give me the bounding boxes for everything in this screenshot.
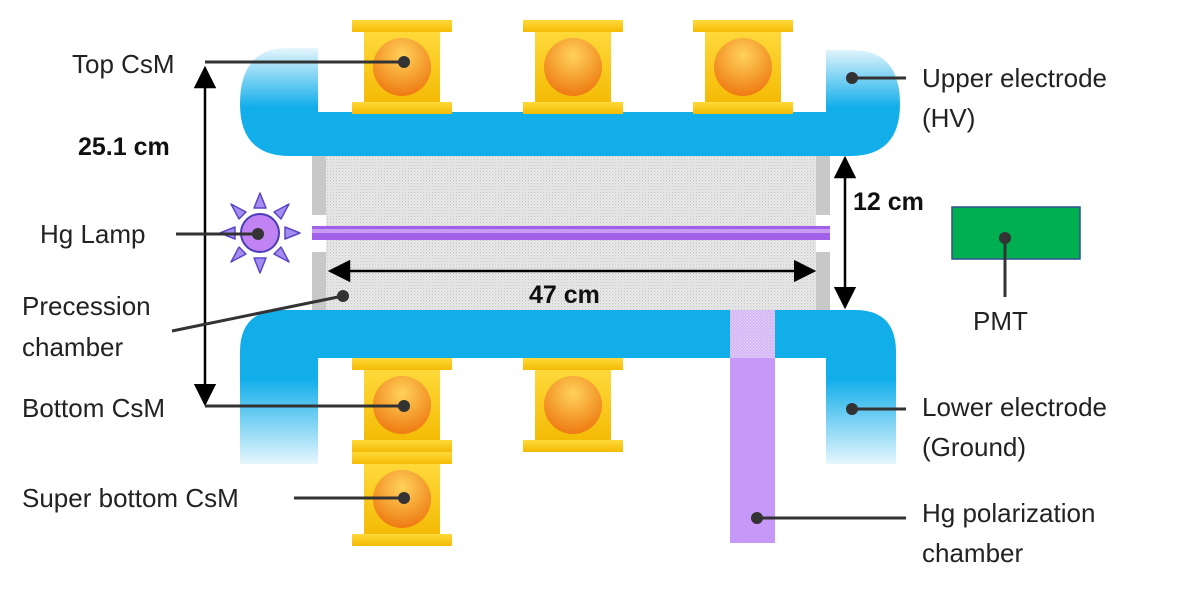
csm-cell-icon xyxy=(714,38,772,96)
total-height-label: 25.1 cm xyxy=(78,133,170,161)
csm-top-2 xyxy=(523,20,623,114)
length-label: 47 cm xyxy=(529,281,600,309)
top-csm-label: Top CsM xyxy=(72,49,175,79)
super-bottom-csm-label: Super bottom CsM xyxy=(22,483,239,513)
lower-electrode-label: Lower electrode xyxy=(922,392,1107,422)
hg-polarization-chamber-sublabel: chamber xyxy=(922,538,1023,568)
dimension-lines xyxy=(193,65,857,407)
csm-top-3 xyxy=(693,20,793,114)
hg-lamp-label: Hg Lamp xyxy=(40,219,146,249)
precession-chamber-sublabel: chamber xyxy=(22,332,123,362)
hg-polarization-chamber-label: Hg polarization xyxy=(922,498,1095,528)
leader-dots xyxy=(252,56,1011,524)
upper-electrode-label: Upper electrode xyxy=(922,63,1107,93)
leader-lines xyxy=(171,60,1007,520)
pmt-label: PMT xyxy=(973,306,1028,336)
bottom-csm-label: Bottom CsM xyxy=(22,393,165,423)
top-csm-array xyxy=(352,20,793,114)
csm-bottom-2 xyxy=(523,358,623,452)
lower-electrode-sublabel: (Ground) xyxy=(922,432,1026,462)
csm-cell-icon xyxy=(544,376,602,434)
upper-electrode xyxy=(240,48,900,156)
pmt-box xyxy=(951,206,1081,260)
bottom-csm-array xyxy=(352,358,623,546)
hg-polarization-chamber xyxy=(730,310,775,543)
precession-chamber xyxy=(312,155,830,312)
csm-top-1 xyxy=(352,20,452,114)
leader-precession-chamber xyxy=(171,294,344,333)
gap-label: 12 cm xyxy=(853,188,924,216)
upper-electrode-sublabel: (HV) xyxy=(922,103,975,133)
csm-cell-icon xyxy=(544,38,602,96)
precession-chamber-label: Precession xyxy=(22,291,151,321)
sun-burst-lamp-icon xyxy=(219,192,301,274)
